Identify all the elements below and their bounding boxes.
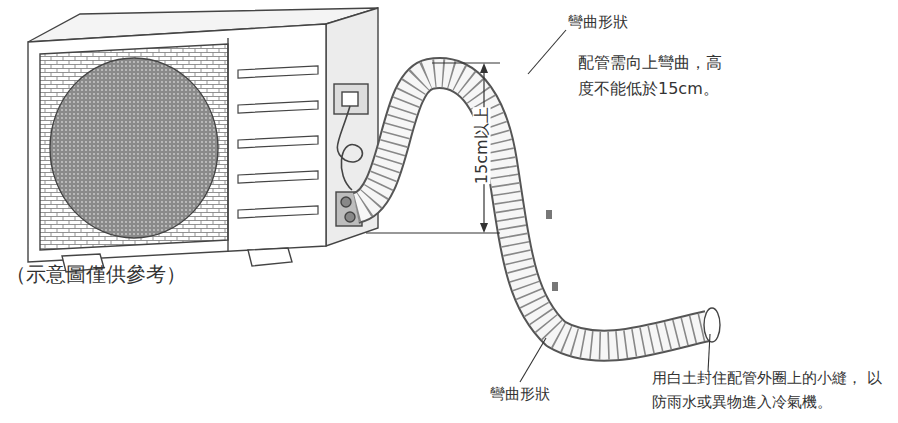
pipe-bundle [356, 73, 720, 346]
height-dimension [366, 63, 500, 233]
louvers [238, 66, 318, 218]
terminal-cover [334, 84, 368, 114]
note-text: 用白土封住配管外圈上的小縫， 以防雨水或異物進入冷氣機。 [652, 366, 884, 414]
note-text: 配管需向上彎曲，高 度不能低於15cm。 [578, 50, 730, 101]
callout-label: 彎曲形狀 [490, 382, 550, 406]
valve [341, 197, 351, 207]
terminal-block [342, 92, 358, 106]
leader-line [708, 334, 710, 372]
valve [345, 212, 355, 222]
pipe-tape [356, 73, 708, 346]
cable-coil [337, 106, 362, 190]
unit-front [28, 24, 326, 262]
pipe-outline [356, 73, 708, 346]
pipe-clip [546, 210, 552, 219]
fan-opening [50, 58, 218, 238]
outdoor-unit [28, 8, 378, 272]
callout-label: 彎曲形狀 [568, 10, 628, 34]
dimension-label: 15cm以上 [472, 107, 490, 184]
disclaimer-text: （示意圖僅供參考） [6, 258, 186, 290]
wall-seal [704, 308, 720, 342]
arrowhead [480, 63, 488, 73]
arrowhead [480, 223, 488, 233]
panel-edge [227, 38, 228, 252]
extension-line [432, 62, 500, 63]
leader-line [528, 30, 566, 74]
pipe-clip [552, 282, 558, 291]
fan-grille [40, 44, 228, 250]
leader-line [520, 338, 546, 382]
extension-line [366, 232, 500, 233]
unit-foot [248, 248, 292, 266]
pipe-body [356, 73, 708, 346]
